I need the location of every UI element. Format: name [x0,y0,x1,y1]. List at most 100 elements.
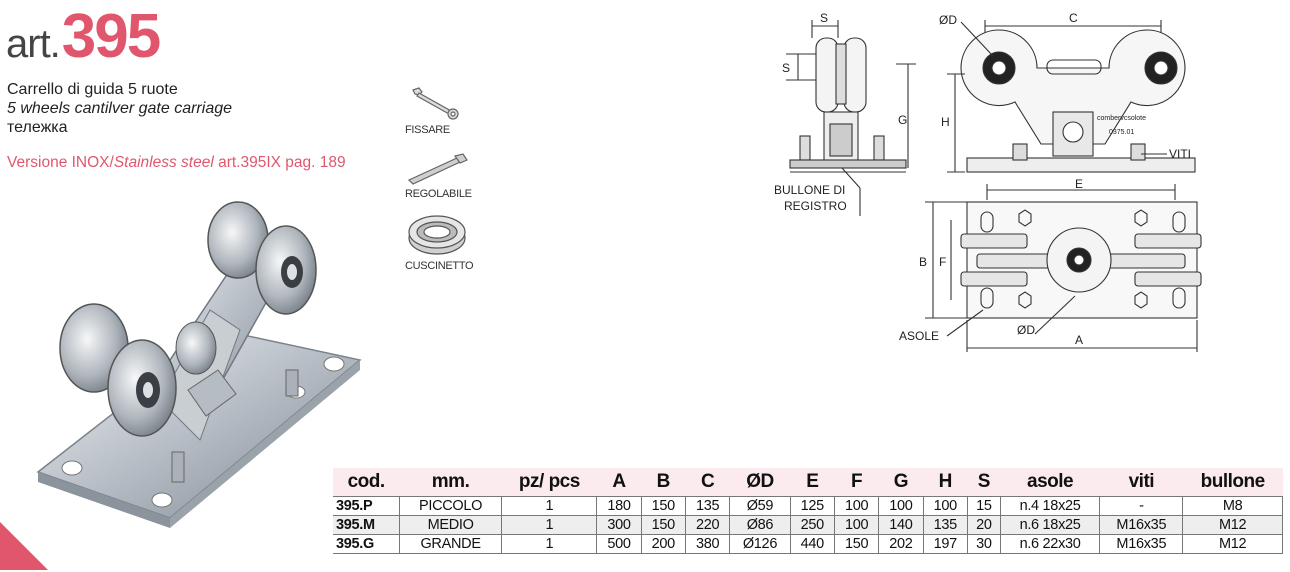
table-row: 395.P PICCOLO 1 180 150 135 Ø59 125 100 … [333,495,1283,516]
cell: 395.P [333,495,400,516]
bullone-label-1: BULLONE DI [774,183,845,197]
cell: n.4 18x25 [999,495,1101,516]
dim-c: C [1069,11,1078,25]
cell: 300 [596,514,642,535]
description-english: 5 wheels cantilver gate carriage [7,100,233,117]
col-g: G [878,468,924,496]
col-mm: mm. [399,468,502,496]
cell: Ø86 [729,514,791,535]
col-viti: viti [1099,468,1183,496]
cell: 180 [596,495,642,516]
viti-label: VITI [1169,147,1191,161]
cell: MEDIO [398,514,503,535]
table-header-row: cod. mm. pz/ pcs A B C ØD E F G H S asol… [333,468,1283,496]
asole-label: ASOLE [899,329,939,343]
cell: PICCOLO [398,495,503,516]
version-note: Versione INOX/Stainless steel art.395IX … [7,154,346,172]
cell: 395.G [333,533,400,554]
description-russian: тележка [7,119,68,136]
col-pcs: pz/ pcs [501,468,597,496]
cell: 100 [833,495,880,516]
specs-table: cod. mm. pz/ pcs A B C ØD E F G H S asol… [333,468,1283,554]
cell: 30 [966,533,1001,554]
col-h: H [923,468,968,496]
col-s: S [967,468,1001,496]
cell: 1 [501,495,598,516]
tool-regolabile: REGOLABILE [405,148,477,200]
col-bullone: bullone [1182,468,1283,496]
cell: 250 [789,514,835,535]
cell: 150 [833,533,880,554]
product-description: Carrello di guida 5 ruote 5 wheels canti… [7,80,232,137]
cell: 15 [966,495,1001,516]
cell: 100 [878,495,924,516]
col-f: F [834,468,879,496]
cell: 125 [789,495,835,516]
col-a: A [596,468,642,496]
brand-mark-2: 0375.01 [1109,129,1134,136]
tool-label-fissare: FISSARE [405,124,450,136]
cell: n.6 22x30 [999,533,1101,554]
cell: Ø126 [729,533,791,554]
front-view-drawing: ØD C H VITI combervcsolote 0375.01 [939,11,1196,173]
version-italic: Stainless steel [113,154,214,171]
dim-d-top: ØD [939,13,957,27]
cell: M12 [1182,533,1283,554]
cell: n.6 18x25 [999,514,1101,535]
cell: GRANDE [398,533,503,554]
side-view-drawing: S S G BULLONE DI REGISTRO [774,11,916,216]
wrench-icon [412,87,459,120]
article-prefix: art. [6,22,61,66]
dim-a: A [1075,333,1083,347]
description-italian: Carrello di guida 5 ruote [7,81,178,98]
dim-f: F [939,255,946,269]
dim-g: G [898,113,907,127]
cell: 150 [640,495,686,516]
tool-cuscinetto: CUSCINETTO [405,210,477,272]
col-c: C [685,468,730,496]
cell: Ø59 [729,495,791,516]
cell: 100 [833,514,880,535]
tool-label-cuscinetto: CUSCINETTO [405,260,474,272]
tool-label-regolabile: REGOLABILE [405,188,472,200]
brand-mark-1: combervcsolote [1097,115,1146,122]
article-number: 395 [61,2,161,71]
bearing-icon [408,215,466,255]
dim-b: B [919,255,927,269]
cell: 1 [501,533,598,554]
cell: 500 [596,533,642,554]
cell: M16x35 [1099,533,1184,554]
cell: 440 [789,533,835,554]
col-asole: asole [1000,468,1100,496]
table-row: 395.G GRANDE 1 500 200 380 Ø126 440 150 … [333,533,1283,554]
cell: 380 [684,533,731,554]
col-d: ØD [729,468,791,496]
allen-key-icon [407,153,468,185]
cell: 20 [966,514,1001,535]
cell: M12 [1182,514,1283,535]
cell: 202 [878,533,924,554]
cell: M8 [1182,495,1283,516]
version-prefix: Versione INOX/ [7,154,114,171]
cell: 135 [922,514,968,535]
dim-h: H [941,115,950,129]
cell: 197 [922,533,968,554]
cell: 395.M [333,514,400,535]
cell: 140 [878,514,924,535]
cell: 200 [640,533,686,554]
dim-s-top: S [820,11,828,25]
col-e: E [790,468,835,496]
table-row: 395.M MEDIO 1 300 150 220 Ø86 250 100 14… [333,514,1283,535]
dim-d-bottom: ØD [1017,323,1035,337]
corner-accent [0,522,48,570]
dim-e: E [1075,177,1083,191]
cell: 220 [684,514,731,535]
dim-s-side: S [782,61,790,75]
article-title: art.395 [6,2,161,72]
cell: - [1099,495,1184,516]
tool-fissare: FISSARE [405,84,477,136]
cell: 150 [640,514,686,535]
col-b: B [641,468,686,496]
col-cod: cod. [333,468,400,496]
cell: M16x35 [1099,514,1184,535]
